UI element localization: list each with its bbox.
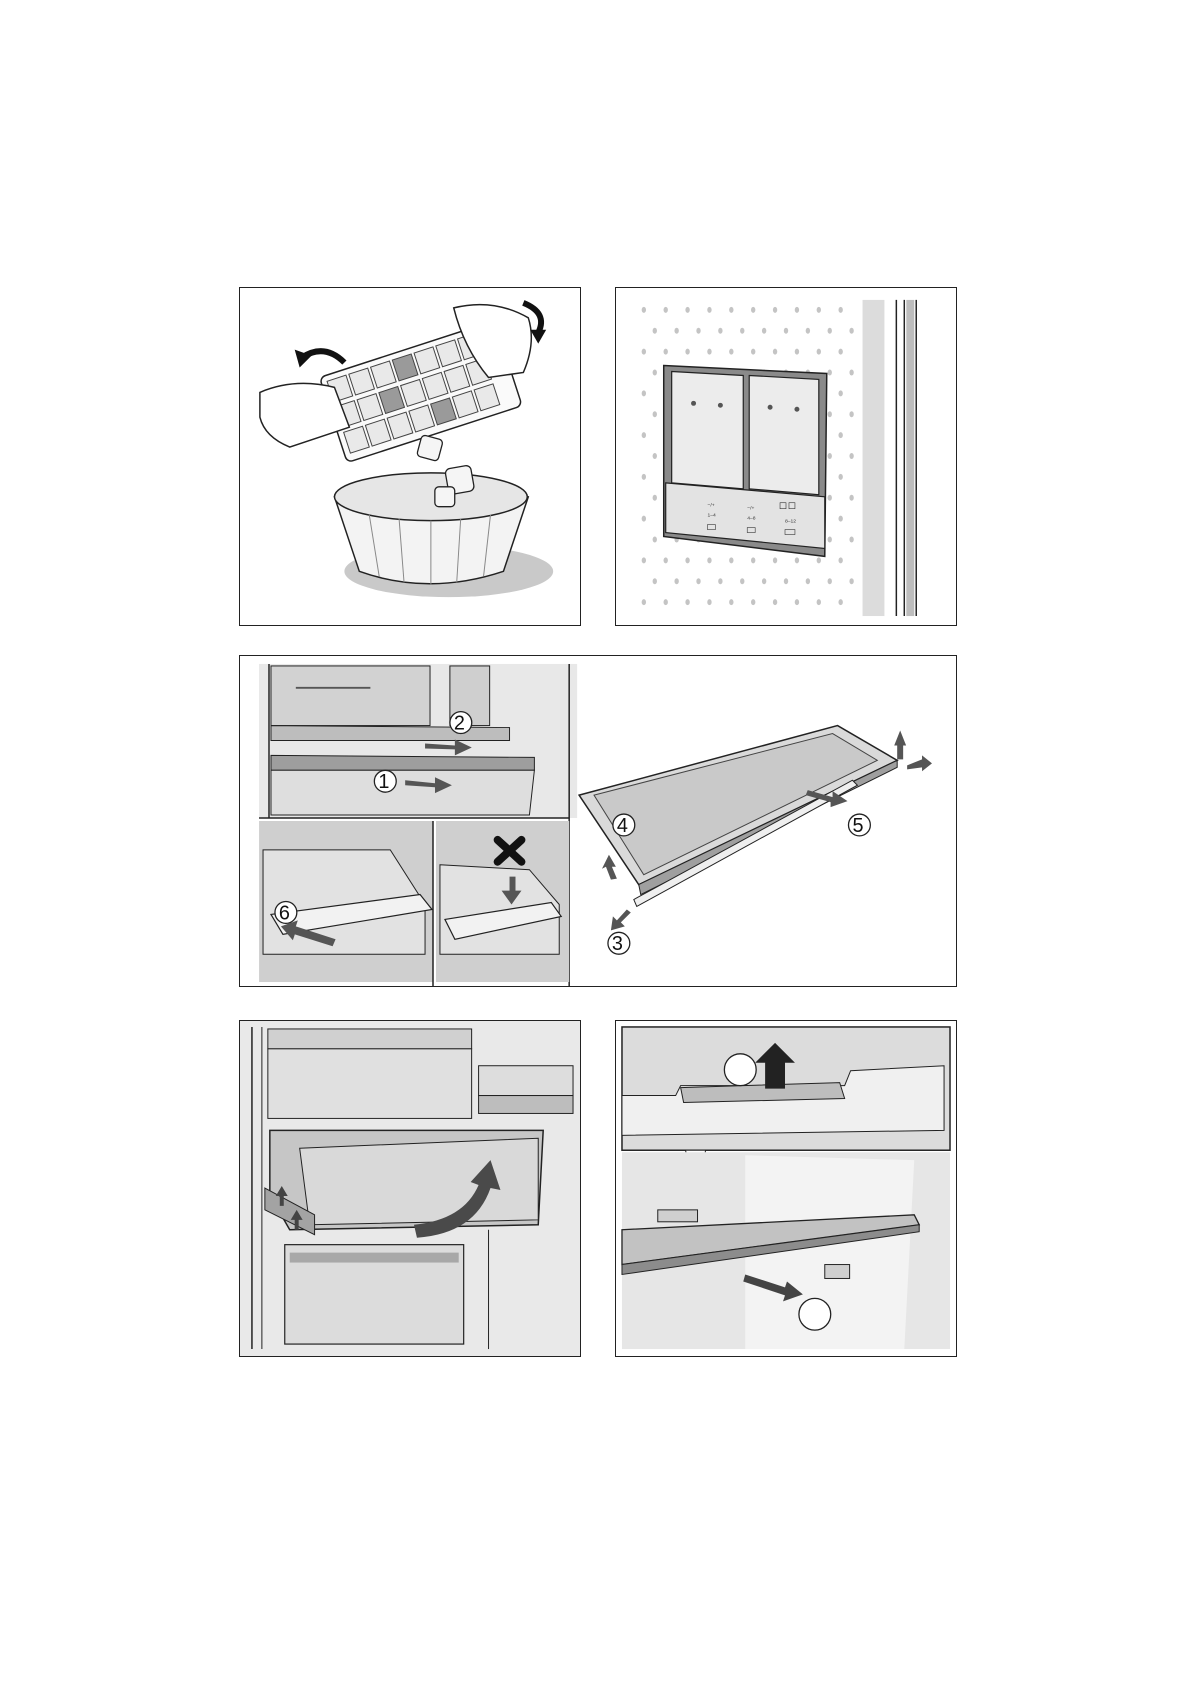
callout-3: 3 bbox=[612, 933, 623, 955]
label-2-1: 1–4 bbox=[707, 513, 716, 519]
ice-cube bbox=[435, 487, 455, 507]
callout-5: 5 bbox=[852, 815, 863, 837]
callout-1: 1 bbox=[378, 771, 389, 793]
ice-tray-illustration bbox=[239, 287, 581, 626]
shelf-rail-drawing bbox=[616, 1021, 956, 1356]
label-2-3: 8–12 bbox=[785, 519, 796, 525]
arrow-slide-3 bbox=[611, 909, 631, 930]
subpanel-shelf-parts: 5 4 3 bbox=[579, 726, 932, 956]
callout-2: 2 bbox=[454, 713, 465, 735]
label-1-2: −/+ bbox=[747, 506, 754, 512]
arrow-lift-4 bbox=[602, 855, 617, 880]
callout-6: 6 bbox=[279, 902, 290, 924]
callout-a bbox=[724, 1054, 756, 1086]
slider-cover-right bbox=[749, 375, 819, 494]
callout-4: 4 bbox=[617, 815, 628, 837]
shelf-removal-illustration: 2 1 6 bbox=[239, 655, 957, 987]
slider-cover-left bbox=[672, 372, 744, 489]
wall-strip bbox=[863, 300, 885, 616]
left-hand bbox=[260, 383, 349, 447]
subpanel-insert-edge: 6 bbox=[259, 821, 433, 986]
ice-tray-drawing bbox=[240, 288, 580, 625]
label-1-1: −/+ bbox=[707, 503, 714, 509]
shelf-rail-illustration bbox=[615, 1020, 957, 1357]
control-panel-drawing: −/+ −/+ 1–4 4–8 8–12 bbox=[616, 288, 956, 625]
ice-cube bbox=[416, 435, 443, 462]
drawer-removal-illustration bbox=[239, 1020, 581, 1357]
subpanel-wrong-way bbox=[436, 821, 569, 982]
drawer-removal-drawing bbox=[240, 1021, 580, 1356]
shelf-removal-drawing: 2 1 6 bbox=[240, 656, 956, 986]
callout-b bbox=[799, 1298, 831, 1330]
label-2-2: 4–8 bbox=[747, 516, 756, 522]
bowl-rim bbox=[334, 473, 527, 521]
control-panel-illustration: −/+ −/+ 1–4 4–8 8–12 bbox=[615, 287, 957, 626]
arrow-pull-5 bbox=[907, 755, 932, 771]
drawer-front bbox=[300, 1138, 539, 1224]
arrow-lift-5 bbox=[894, 731, 906, 760]
